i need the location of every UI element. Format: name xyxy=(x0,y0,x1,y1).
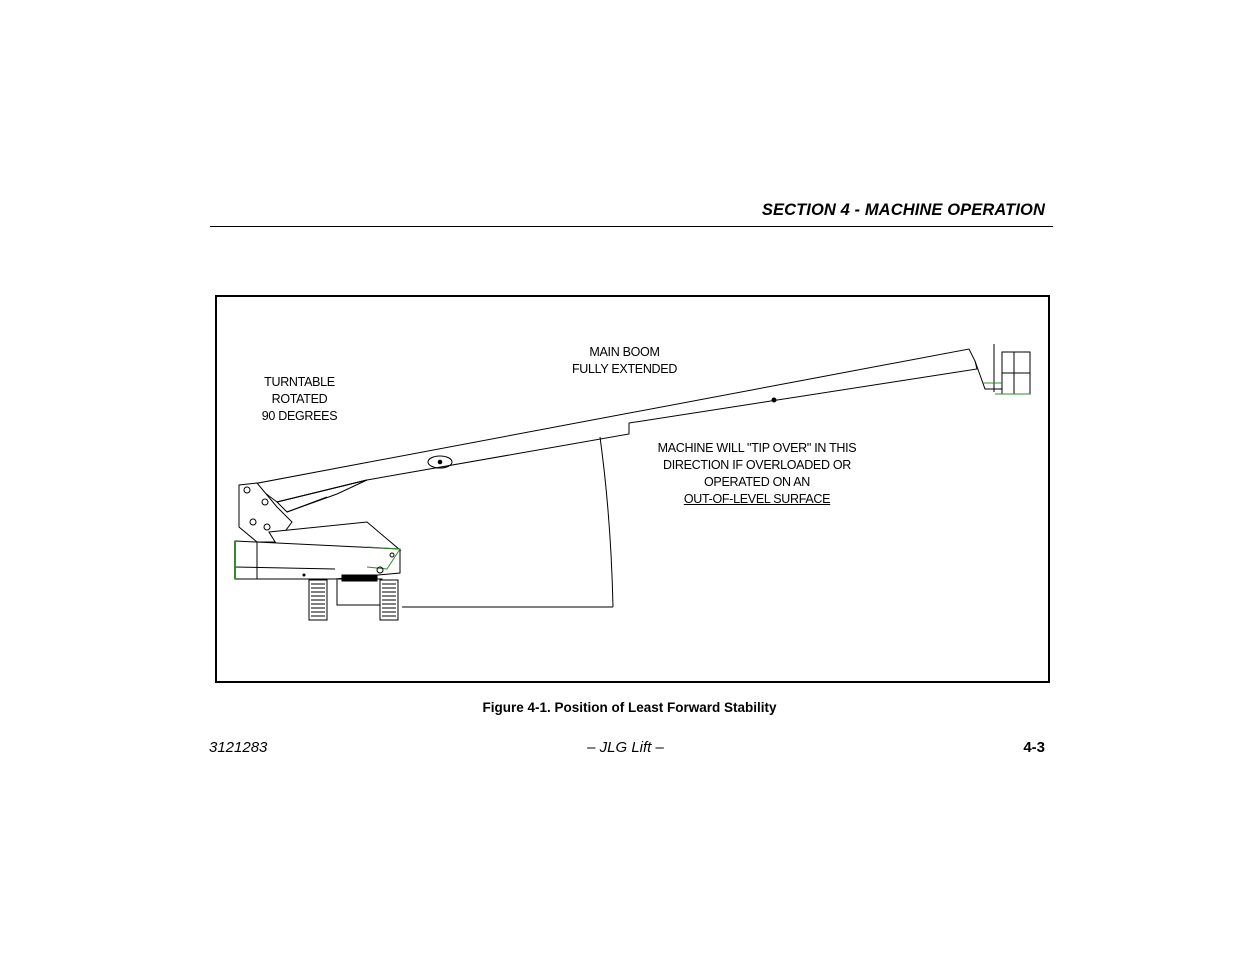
tip-over-line-4: OUT-OF-LEVEL SURFACE xyxy=(683,492,831,506)
wheel-right xyxy=(379,579,399,621)
turntable-label-line-3: 90 DEGREES xyxy=(261,409,338,423)
tip-over-line-1: MACHINE WILL "TIP OVER" IN THIS xyxy=(657,441,857,455)
figure-frame: TURNTABLE ROTATED 90 DEGREES MAIN BOOM F… xyxy=(215,295,1050,683)
chassis xyxy=(308,574,399,621)
turntable-label: TURNTABLE ROTATED 90 DEGREES xyxy=(252,374,347,425)
boom-lift-illustration xyxy=(234,344,1031,621)
section-title: SECTION 4 - MACHINE OPERATION xyxy=(761,201,1045,219)
turntable xyxy=(234,479,402,580)
boom-label-line-1: MAIN BOOM xyxy=(589,345,660,359)
tip-over-arc xyxy=(599,436,614,608)
footer-title: – JLG Lift – xyxy=(587,739,664,756)
boom-label: MAIN BOOM FULLY EXTENDED xyxy=(557,344,692,378)
figure-caption: Figure 4-1. Position of Least Forward St… xyxy=(482,700,777,715)
boom-pivot-plate xyxy=(427,455,453,469)
tip-over-line-3: OPERATED ON AN xyxy=(703,475,810,489)
wheel-left xyxy=(308,579,328,621)
boom-label-line-2: FULLY EXTENDED xyxy=(571,362,678,376)
tip-over-warning-label: MACHINE WILL "TIP OVER" IN THIS DIRECTIO… xyxy=(647,440,867,508)
platform-basket xyxy=(974,344,1031,395)
doc-number: 3121283 xyxy=(209,739,268,756)
turntable-label-line-2: ROTATED xyxy=(271,392,328,406)
turntable-label-line-1: TURNTABLE xyxy=(264,375,335,389)
page-number: 4-3 xyxy=(1023,739,1045,756)
header-divider xyxy=(210,226,1053,227)
tip-over-line-2: DIRECTION IF OVERLOADED OR xyxy=(662,458,852,472)
